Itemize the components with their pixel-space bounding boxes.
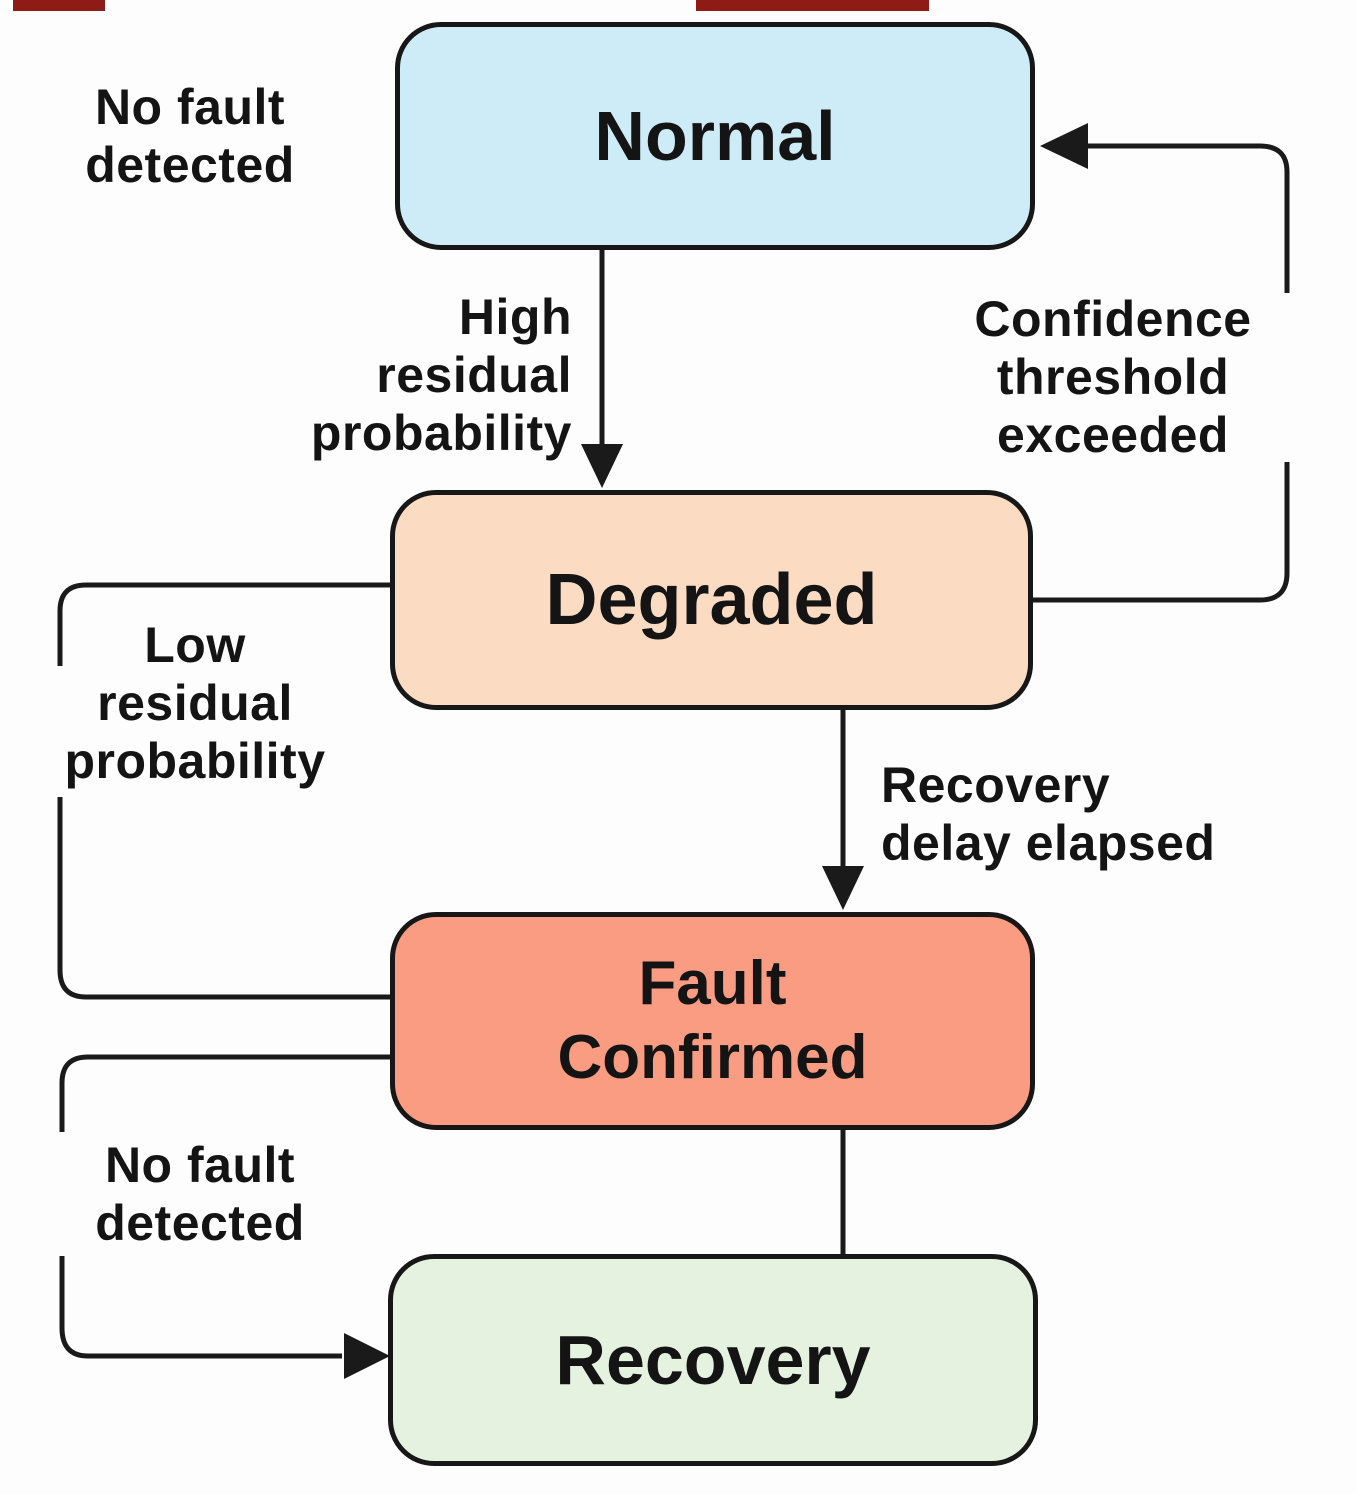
edge-bottom-left-loop-upper: [59, 1054, 390, 1132]
label-no-fault-detected-bottom: No fault detected: [95, 1137, 305, 1251]
arrowhead-degraded-to-normal: [1040, 123, 1088, 169]
state-normal-label: Normal: [594, 97, 836, 175]
state-fault-confirmed-label-line1: Fault: [638, 948, 787, 1018]
label-high-residual-probability: High residual probability: [310, 289, 572, 461]
state-degraded-label: Degraded: [545, 560, 878, 640]
arrowhead-to-recovery: [344, 1333, 390, 1379]
top-red-mark-middle: [696, 0, 929, 11]
state-recovery: Recovery: [388, 1254, 1038, 1466]
arrowhead-degraded-to-fault: [822, 866, 864, 910]
state-fault-confirmed: Fault Confirmed: [390, 912, 1035, 1130]
arrowhead-normal-to-degraded: [581, 444, 623, 488]
label-no-fault-detected-top: No fault detected: [85, 79, 295, 193]
state-degraded: Degraded: [390, 490, 1033, 710]
edge-bottom-left-loop-lower: [59, 1256, 342, 1359]
edge-left-loop-upper: [57, 582, 390, 666]
edge-degraded-to-normal-upper: [1082, 143, 1290, 293]
state-recovery-label: Recovery: [555, 1321, 871, 1399]
label-confidence-threshold-exceeded: Confidence threshold exceeded: [974, 291, 1252, 463]
edge-left-loop-lower: [57, 797, 390, 1000]
state-normal: Normal: [395, 22, 1035, 250]
label-recovery-delay-elapsed: Recovery delay elapsed: [881, 757, 1216, 871]
state-fault-confirmed-label-line2: Confirmed: [557, 1023, 868, 1092]
top-red-mark-left: [13, 0, 105, 11]
label-low-residual-probability: Low residual probability: [64, 617, 326, 789]
edge-degraded-to-normal-lower: [1033, 462, 1290, 603]
